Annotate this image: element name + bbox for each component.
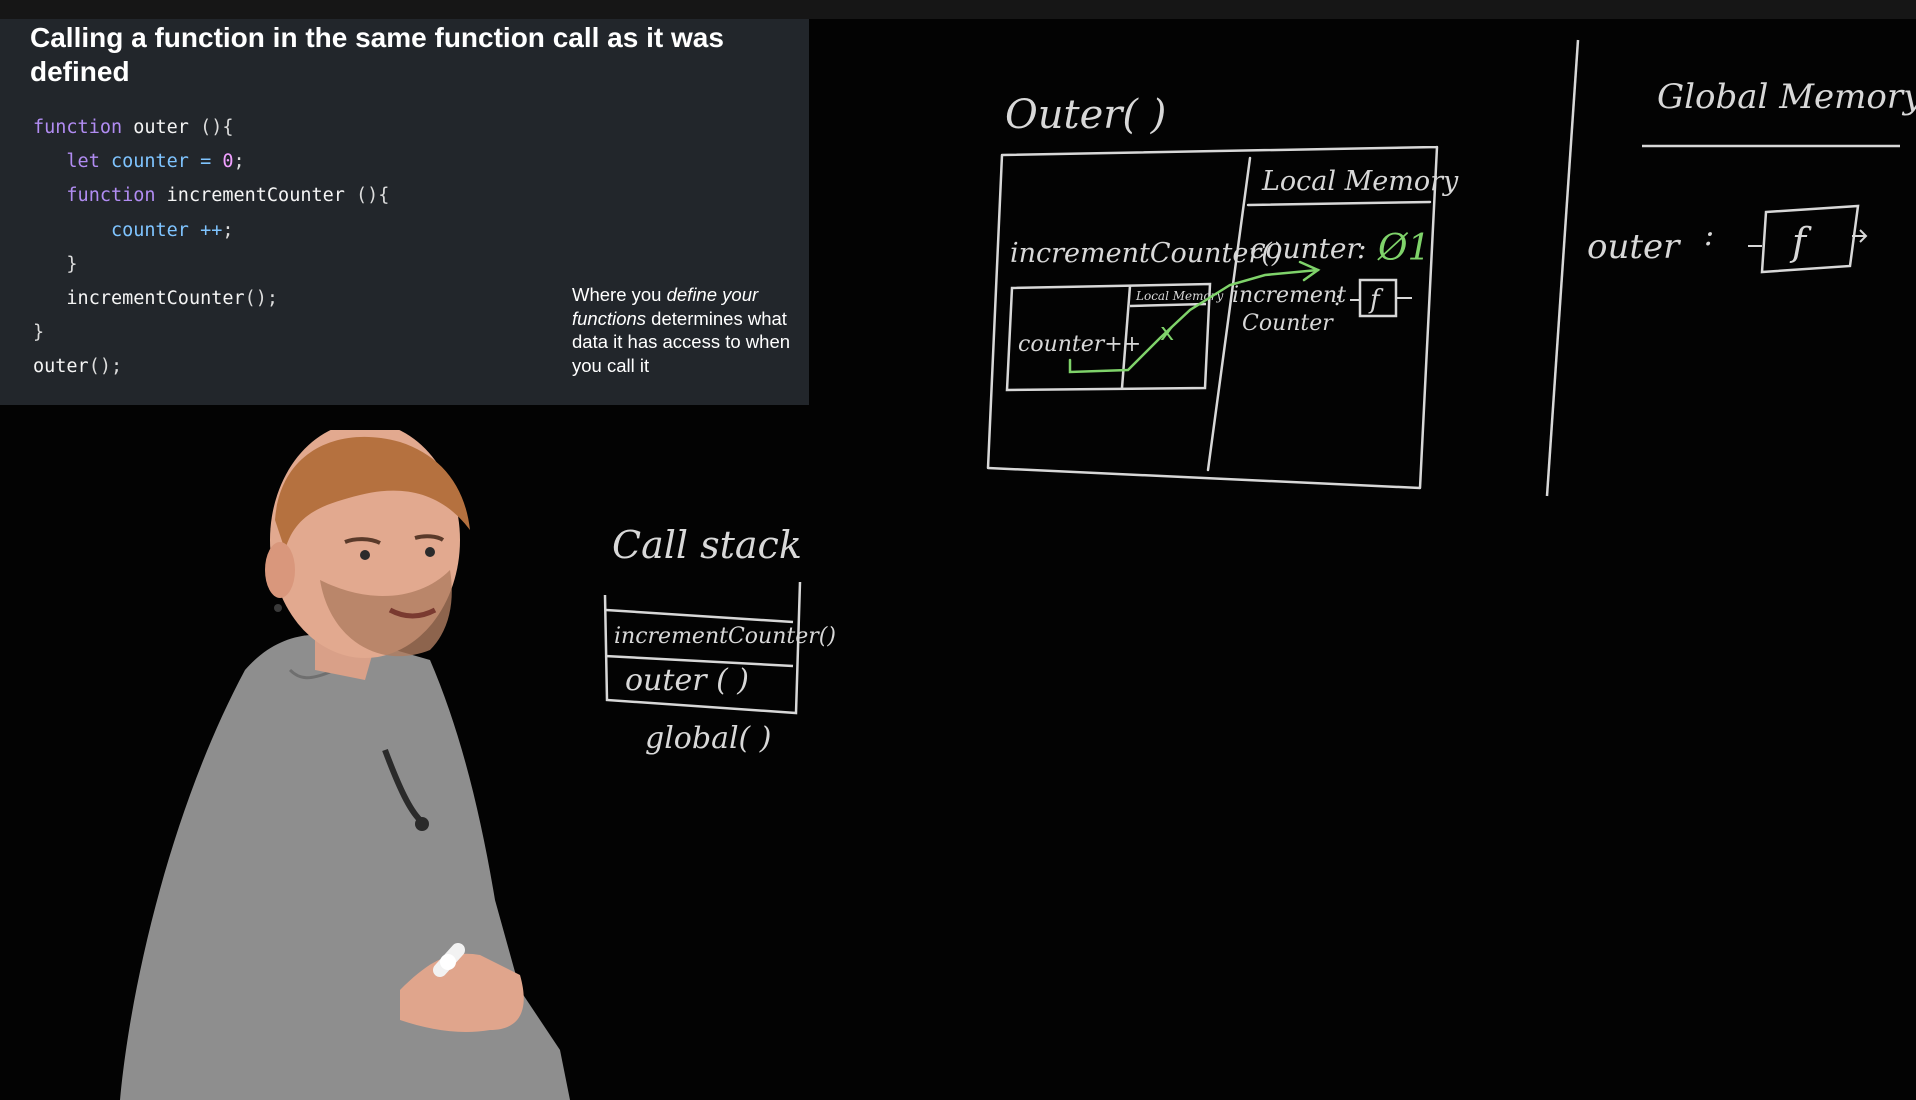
outer-box xyxy=(986,145,1439,490)
code-token: (){ xyxy=(188,117,234,138)
presenter-figure xyxy=(120,430,570,1100)
global-function-box xyxy=(1760,204,1860,274)
inner-local-memory-label: Local Memory xyxy=(1135,289,1223,303)
global-outer-label: outer xyxy=(1587,227,1681,267)
code-line: incrementCounter(); xyxy=(33,282,389,316)
code-line: } xyxy=(33,316,389,350)
slide-title: Calling a function in the same function … xyxy=(30,22,724,87)
code-token: counter xyxy=(110,219,189,241)
code-token: } xyxy=(66,253,78,275)
code-token: = xyxy=(188,151,223,173)
call-stack-label: Call stack xyxy=(612,523,802,567)
code-token: (); xyxy=(88,356,123,378)
increment-call-label: incrementCounter() xyxy=(1010,238,1282,269)
code-line: } xyxy=(33,248,389,282)
code-token: counter xyxy=(110,151,189,173)
code-token: function xyxy=(33,117,123,138)
counter-entry-label: counter xyxy=(1250,232,1361,265)
outer-label: Outer( ) xyxy=(1005,92,1166,138)
code-token: let xyxy=(66,151,100,173)
code-line: function outer (){ xyxy=(33,111,389,145)
note-emphasis: define your functions xyxy=(572,284,759,329)
stack-item-increment: incrementCounter() xyxy=(614,624,836,649)
x-mark: x xyxy=(1160,318,1174,346)
code-line: counter ++; xyxy=(33,214,389,248)
green-lookup-path xyxy=(1068,260,1321,374)
code-token: function xyxy=(66,185,156,207)
stack-item-outer: outer ( ) xyxy=(625,663,749,698)
call-stack-box xyxy=(603,581,802,715)
code-token: ; xyxy=(222,219,234,241)
counter-increment-label: counter++ xyxy=(1018,332,1141,357)
slide-note: Where you define your functions determin… xyxy=(572,283,797,377)
code-line: function incrementCounter (){ xyxy=(33,179,389,213)
code-token: } xyxy=(33,322,45,344)
function-f-label: f xyxy=(1368,285,1384,315)
stack-global: global( ) xyxy=(645,721,772,756)
code-token: ; xyxy=(233,151,245,173)
board-divider xyxy=(1545,39,1580,497)
code-line: outer(); xyxy=(33,350,389,384)
code-token: incrementCounter xyxy=(166,185,345,207)
counter-values: Ø1 xyxy=(1377,228,1430,269)
increment-counter-entry-label: increment Counter xyxy=(1232,283,1353,336)
code-token: outer xyxy=(133,117,189,138)
global-arrow-out xyxy=(1852,229,1868,243)
note-text: determines what data it has access to wh… xyxy=(572,307,791,376)
local-memory-label: Local Memory xyxy=(1261,166,1459,197)
code-token: ++ xyxy=(188,219,223,241)
top-bar xyxy=(0,0,1916,19)
code-block: function outer (){ let counter = 0; func… xyxy=(33,111,389,385)
code-line: let counter = 0; xyxy=(33,145,389,179)
code-token: incrementCounter xyxy=(66,287,245,309)
code-token: outer xyxy=(33,356,89,378)
increment-colon: : xyxy=(1334,286,1341,311)
counter-colon: : xyxy=(1357,232,1366,265)
slide-panel: Calling a function in the same function … xyxy=(0,19,809,405)
code-token: (){ xyxy=(344,185,390,207)
code-token: (); xyxy=(244,287,279,309)
global-colon: : xyxy=(1704,218,1714,253)
global-memory-label: Global Memory xyxy=(1657,77,1916,117)
global-f-label: f xyxy=(1789,220,1812,264)
code-token: 0 xyxy=(222,151,234,173)
note-text: Where you xyxy=(572,284,667,305)
